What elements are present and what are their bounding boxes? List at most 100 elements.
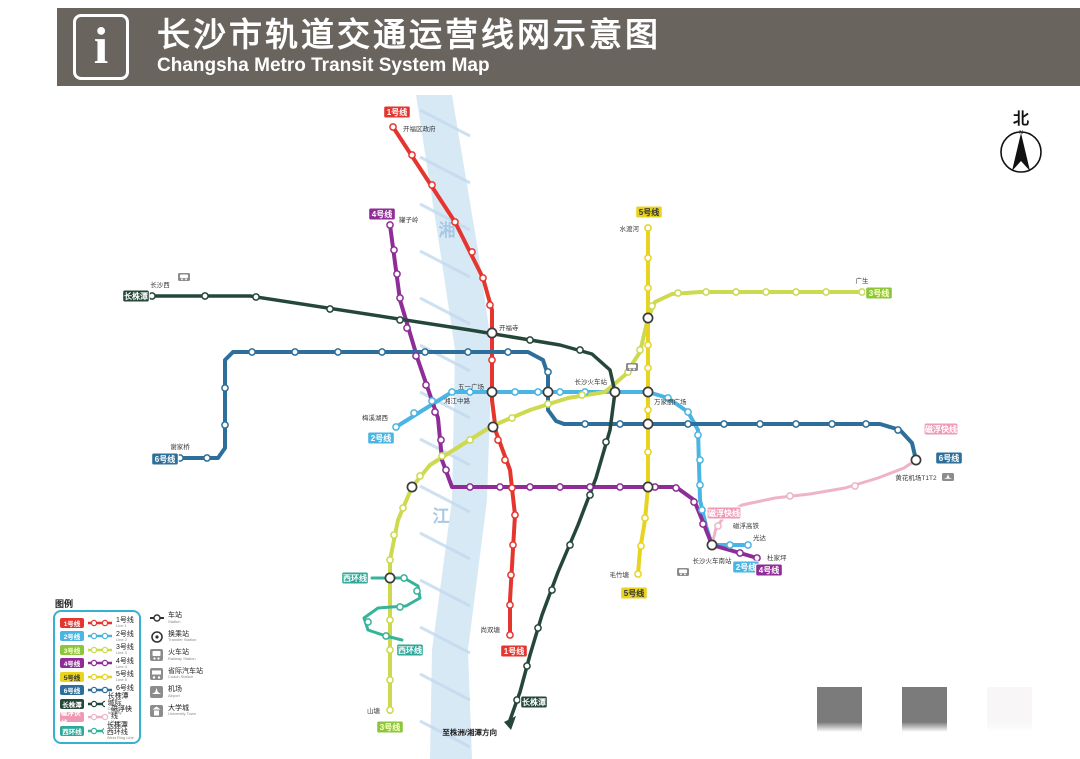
station-dot xyxy=(364,618,372,626)
station-dot xyxy=(392,423,400,431)
river-hatch xyxy=(419,484,471,514)
river-hatch xyxy=(419,719,471,749)
station-dot xyxy=(486,301,494,309)
train-wheel xyxy=(680,573,682,576)
line-badge-CZT xyxy=(122,289,150,303)
station-dot xyxy=(544,368,552,376)
line-badge-label: 西环线 xyxy=(343,573,367,583)
transfer-icon xyxy=(151,630,163,643)
legend-symbol-name-en: Station xyxy=(168,618,181,624)
station-dot xyxy=(399,504,407,512)
station-dot xyxy=(400,574,408,582)
river-xiangjiang xyxy=(416,95,492,759)
line-path-L5 xyxy=(636,226,650,576)
station-dot xyxy=(466,436,474,444)
station-dot xyxy=(858,288,866,296)
transfer-station xyxy=(642,481,654,493)
station-label: 水渡河 xyxy=(620,224,640,233)
line-badge-label: 2号线 xyxy=(736,562,756,572)
legend-line-sample xyxy=(88,673,112,680)
line-badge-L4 xyxy=(368,207,396,221)
station-dot xyxy=(851,482,859,490)
compass-n-label: N xyxy=(1019,130,1023,136)
river-hatch xyxy=(419,672,471,702)
station-dot xyxy=(513,696,521,704)
header-text: 长沙市轨道交通运营线网示意图 Changsha Metro Transit Sy… xyxy=(157,16,661,77)
legend-line-sample xyxy=(88,646,112,653)
station-dot xyxy=(576,346,584,354)
station-dot xyxy=(644,406,652,414)
transfer-station xyxy=(706,539,718,551)
river-hatch xyxy=(419,155,471,185)
station-dot xyxy=(672,484,680,492)
line-badge-label: 4号线 xyxy=(759,565,779,575)
train-wheel xyxy=(185,278,187,281)
legend-line-badge: 西环线 xyxy=(60,725,84,736)
legend-line-name-en: Line 5 xyxy=(116,677,127,683)
legend-line-badge: 长株潭 xyxy=(60,698,84,709)
river-hatch xyxy=(419,531,471,561)
station-dot xyxy=(421,348,429,356)
station-label: 杜家坪 xyxy=(767,553,787,562)
station-dot xyxy=(386,706,394,714)
river-name-char: 江 xyxy=(433,507,450,526)
station-icon xyxy=(150,614,164,622)
station-dot xyxy=(509,541,517,549)
station-dot xyxy=(396,294,404,302)
station-dot xyxy=(201,292,209,300)
legend-line-name: 1号线 xyxy=(116,617,134,625)
legend-symbol-name-en: Airport xyxy=(168,692,180,698)
line-path-MF xyxy=(710,458,918,547)
transfer-station xyxy=(542,386,554,398)
train-wheel xyxy=(684,573,686,576)
station-dot xyxy=(736,549,744,557)
station-dot xyxy=(438,452,446,460)
plane-glyph xyxy=(944,474,952,479)
station-dot xyxy=(390,531,398,539)
watermark-block xyxy=(987,687,1032,732)
station-label: 光达 xyxy=(753,533,767,542)
station-dot xyxy=(744,541,752,549)
station-dot xyxy=(828,420,836,428)
station-dot xyxy=(386,616,394,624)
station-dot xyxy=(412,352,420,360)
line-badge-label: 3号线 xyxy=(380,722,400,732)
station-dot xyxy=(544,400,552,408)
river-hatch xyxy=(419,343,471,373)
legend-line-name-en: Changzhutan Intercity xyxy=(107,705,132,715)
station-dot xyxy=(762,288,770,296)
legend-line-sample xyxy=(88,687,112,694)
station-dot xyxy=(641,514,649,522)
station-dot xyxy=(466,388,474,396)
legend-line-sample xyxy=(88,714,108,721)
line-badge-L4 xyxy=(755,563,783,577)
station-dot xyxy=(508,414,516,422)
line-badge-L6 xyxy=(151,452,179,466)
station-dot xyxy=(464,348,472,356)
station-dot xyxy=(386,221,394,229)
railway-icon xyxy=(150,649,163,661)
transfer-station xyxy=(486,327,498,339)
station-label: 磁浮高铁 xyxy=(733,521,760,530)
compass-needle xyxy=(1012,133,1030,171)
station-dot xyxy=(602,438,610,446)
station-dot xyxy=(732,288,740,296)
train-glyph xyxy=(628,364,636,369)
page-subtitle: Changsha Metro Transit System Map xyxy=(157,55,490,77)
station-dot xyxy=(422,381,430,389)
station-dot xyxy=(203,454,211,462)
line-badge-label: 6号线 xyxy=(939,453,959,463)
station-dot xyxy=(526,483,534,491)
station-dot xyxy=(684,420,692,428)
